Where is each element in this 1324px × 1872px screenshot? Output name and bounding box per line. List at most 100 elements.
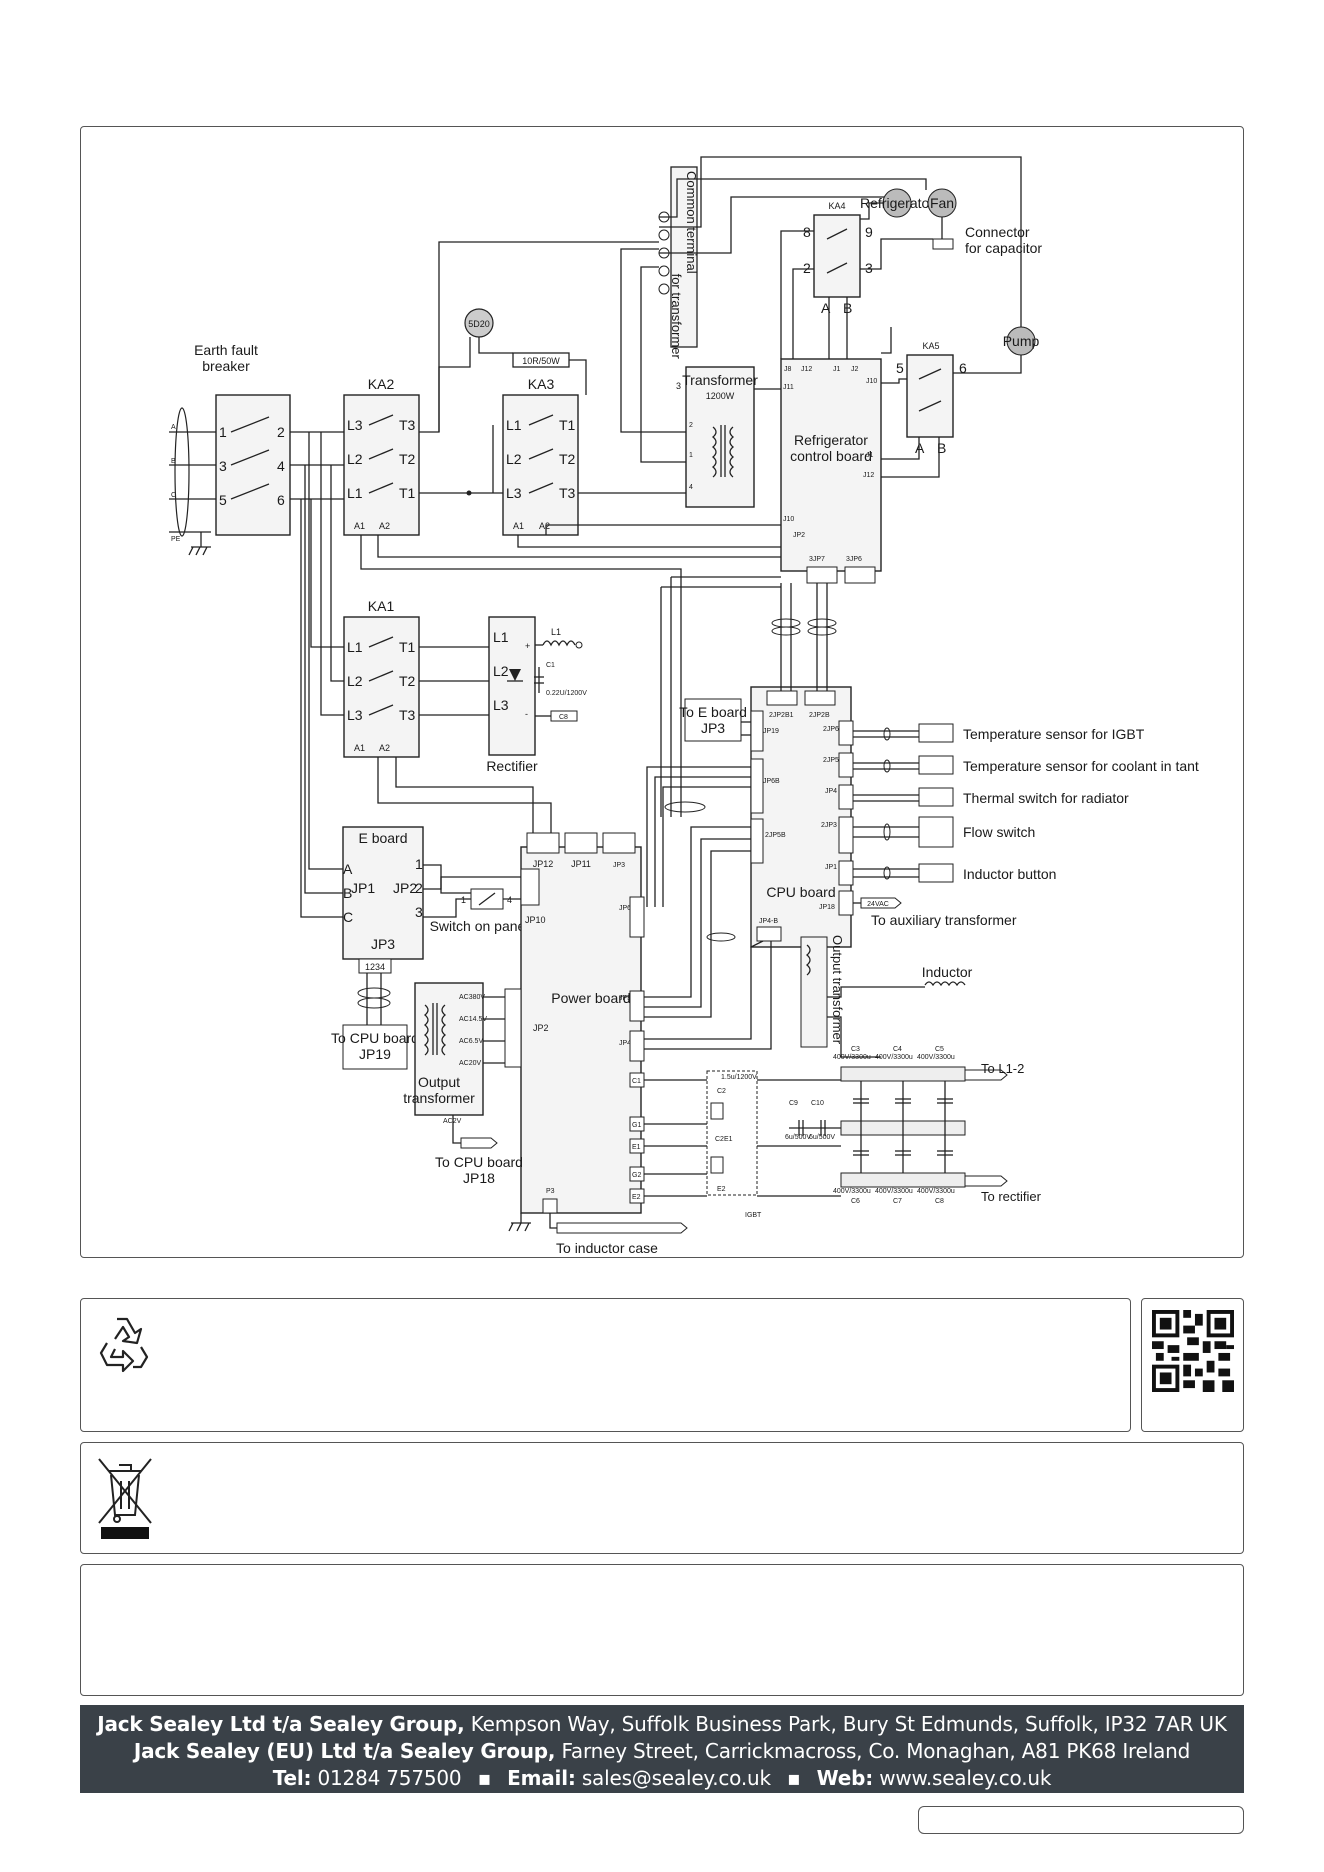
- igbt-module: C2 C2E1 E2 1.5u/1200V IGBT: [706, 1070, 762, 1219]
- footer-line-eu: Jack Sealey (EU) Ltd t/a Sealey Group, F…: [80, 1738, 1244, 1765]
- svg-text:C: C: [343, 909, 353, 925]
- svg-text:To rectifier: To rectifier: [981, 1189, 1042, 1204]
- svg-text:400V/3300u: 400V/3300u: [833, 1054, 871, 1061]
- svg-text:T3: T3: [559, 485, 576, 501]
- svg-text:T2: T2: [399, 451, 416, 467]
- svg-text:4: 4: [507, 895, 512, 905]
- crossed-bin-icon: [98, 1458, 152, 1539]
- svg-text:JP3: JP3: [371, 936, 395, 952]
- thermistor-5d20: 5D20: [464, 308, 494, 338]
- svg-text:L1: L1: [347, 485, 363, 501]
- svg-text:2JP2B: 2JP2B: [809, 712, 830, 719]
- svg-text:JP3: JP3: [613, 862, 625, 869]
- svg-text:A2: A2: [379, 743, 390, 753]
- svg-text:2JP5: 2JP5: [823, 757, 839, 764]
- svg-text:4: 4: [277, 458, 285, 474]
- svg-text:2: 2: [277, 424, 285, 440]
- svg-text:JP18: JP18: [819, 904, 835, 911]
- svg-text:A1: A1: [354, 521, 365, 531]
- company-footer: Jack Sealey Ltd t/a Sealey Group, Kempso…: [80, 1705, 1244, 1793]
- svg-text:E2: E2: [717, 1186, 726, 1193]
- tel-number[interactable]: 01284 757500: [317, 1766, 462, 1790]
- svg-text:AC2V: AC2V: [443, 1118, 462, 1125]
- svg-text:Transformer: Transformer: [682, 372, 758, 388]
- svg-text:JP1: JP1: [825, 864, 837, 871]
- svg-text:A: A: [343, 861, 353, 877]
- rectifier: L1 L2 L3 + - Rectifier L1 C1 0.22U/1200V…: [486, 616, 587, 774]
- recycle-icon: [99, 1317, 149, 1373]
- svg-text:J12: J12: [801, 366, 812, 373]
- svg-text:KA5: KA5: [922, 341, 939, 351]
- svg-text:J1: J1: [866, 452, 874, 459]
- svg-text:400V/3300u: 400V/3300u: [875, 1188, 913, 1195]
- svg-text:5D20: 5D20: [468, 319, 490, 329]
- svg-text:AC20V: AC20V: [459, 1060, 482, 1067]
- svg-text:Common terminalfor transformer: Common terminalfor transformer: [669, 171, 699, 360]
- contactor-ka3: KA3 L1 L2 L3 T1 T2 T3 A1 A2: [502, 376, 579, 536]
- svg-text:T2: T2: [399, 673, 416, 689]
- eu-company-name: Jack Sealey (EU) Ltd t/a Sealey Group,: [133, 1739, 556, 1763]
- separator: ▪: [477, 1766, 492, 1790]
- svg-text:2JP2B1: 2JP2B1: [769, 712, 794, 719]
- svg-text:8: 8: [803, 224, 811, 240]
- svg-text:JP2: JP2: [533, 1023, 549, 1033]
- web-link[interactable]: www.sealey.co.uk: [879, 1766, 1052, 1790]
- svg-text:J10: J10: [783, 516, 794, 523]
- svg-text:T3: T3: [399, 417, 416, 433]
- svg-text:C9: C9: [789, 1100, 798, 1107]
- svg-text:C: C: [171, 492, 176, 499]
- info-box: [80, 1564, 1244, 1696]
- svg-text:T1: T1: [559, 417, 576, 433]
- fan-motor: Fan: [927, 188, 957, 218]
- svg-text:1: 1: [415, 856, 423, 872]
- svg-text:1234: 1234: [365, 962, 385, 972]
- svg-text:G1: G1: [632, 1122, 641, 1129]
- footer-line-uk: Jack Sealey Ltd t/a Sealey Group, Kempso…: [80, 1711, 1244, 1738]
- svg-text:E2: E2: [632, 1194, 641, 1201]
- sensor-igbt-label: Temperature sensor for IGBT: [963, 726, 1145, 742]
- svg-text:JP6A: JP6A: [619, 905, 636, 912]
- svg-text:3: 3: [219, 458, 227, 474]
- svg-text:E board: E board: [358, 830, 407, 846]
- svg-text:L2: L2: [506, 451, 522, 467]
- separator: ▪: [787, 1766, 801, 1790]
- qr-code-box: [1141, 1298, 1244, 1432]
- to-auxiliary-transformer: 24VAC To auxiliary transformer: [860, 897, 1017, 928]
- svg-text:AC6.5V: AC6.5V: [459, 1038, 483, 1045]
- svg-text:C2E1: C2E1: [715, 1136, 733, 1143]
- refrigerator-motor: Refrigerator: [860, 188, 934, 218]
- flow-switch-label: Flow switch: [963, 824, 1035, 840]
- svg-text:2JP5B: 2JP5B: [765, 832, 786, 839]
- common-terminal-transformer: Common terminalfor transformer: [658, 166, 699, 360]
- contactor-ka1: KA1 L1 L2 L3 T1 T2 T3 A1 A2: [343, 598, 420, 758]
- email-link[interactable]: sales@sealey.co.uk: [581, 1766, 771, 1790]
- svg-text:CPU board: CPU board: [766, 884, 835, 900]
- svg-text:AC380V: AC380V: [459, 994, 485, 1001]
- svg-text:5: 5: [219, 492, 227, 508]
- svg-text:2: 2: [803, 260, 811, 276]
- sensor-list: Temperature sensor for IGBT Temperature …: [918, 723, 1199, 883]
- svg-text:G2: G2: [632, 1172, 641, 1179]
- svg-text:4: 4: [689, 484, 693, 491]
- svg-text:L2: L2: [347, 673, 363, 689]
- svg-text:+: +: [525, 641, 530, 651]
- uk-address: Kempson Way, Suffolk Business Park, Bury…: [470, 1712, 1227, 1736]
- svg-text:C10: C10: [811, 1100, 824, 1107]
- svg-text:JP19: JP19: [763, 728, 779, 735]
- svg-text:B: B: [843, 300, 852, 316]
- svg-text:JP2: JP2: [793, 532, 805, 539]
- svg-text:C1: C1: [632, 1078, 641, 1085]
- svg-text:To auxiliary transformer: To auxiliary transformer: [871, 912, 1017, 928]
- svg-text:JP12: JP12: [533, 859, 554, 869]
- eu-address: Farney Street, Carrickmacross, Co. Monag…: [561, 1739, 1191, 1763]
- svg-text:JP2: JP2: [393, 880, 417, 896]
- svg-text:J2: J2: [851, 366, 859, 373]
- svg-text:L1: L1: [493, 629, 509, 645]
